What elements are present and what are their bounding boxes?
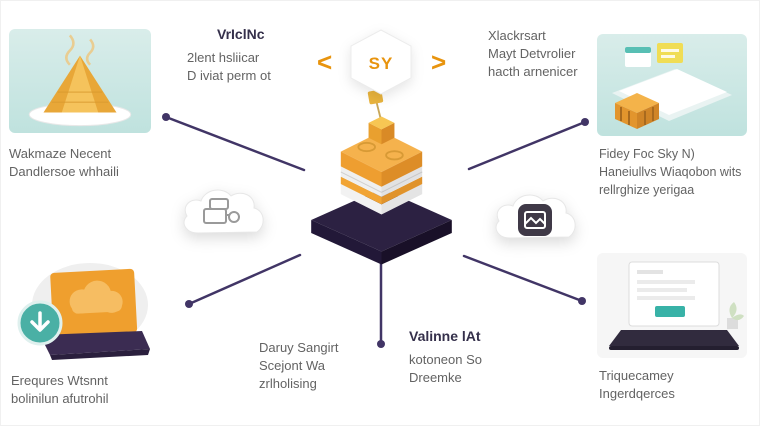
label-line: Daruy Sangirt xyxy=(259,340,339,355)
image-icon xyxy=(518,204,552,236)
label-bottom-right: Triquecamey Ingerdqerces xyxy=(599,367,675,403)
label-line: Dandlersoe whhaili xyxy=(9,164,119,179)
label-line: Erequres Wtsnnt xyxy=(11,373,108,388)
label-line: Dreemke xyxy=(409,370,462,385)
cloud-callout-left xyxy=(176,179,270,254)
tile-bottom-left xyxy=(9,259,151,367)
plant-icon xyxy=(727,302,744,329)
layered-cake xyxy=(340,131,423,215)
monitor-form-icon xyxy=(609,261,744,350)
label-line: rellrghize yerigaa xyxy=(599,183,695,197)
label-line: kotoneon So xyxy=(409,352,483,367)
label-line: Ingerdqerces xyxy=(599,386,675,401)
label-line: Triquecamey xyxy=(599,368,674,383)
documents-and-crate-icon xyxy=(612,43,732,129)
crate-icon xyxy=(615,93,659,129)
label-line: zrlholising xyxy=(259,376,317,391)
cloud-icon xyxy=(69,280,123,314)
tile-bottom-right xyxy=(597,253,747,358)
label-title: VrIclNc xyxy=(217,26,265,42)
label-line: D iviat perm ot xyxy=(187,68,271,83)
label-line: Scejont Wa xyxy=(259,358,325,373)
laptop-download-icon xyxy=(17,263,150,360)
label-line: bolinilun afutrohil xyxy=(11,391,109,406)
label-line: Wakmaze Necent xyxy=(9,146,112,161)
label-line: Haneiullvs Wiaqobon wits xyxy=(599,165,742,179)
label-line: Fidey Foc Sky N) xyxy=(599,147,695,161)
monitor-icon xyxy=(628,261,720,327)
label-bottom-left: Erequres Wtsnnt bolinilun afutrohil xyxy=(11,372,109,408)
label-line: hacth arnenicer xyxy=(488,64,578,79)
chevron-right-icon: > xyxy=(431,47,447,77)
top-cube xyxy=(367,89,395,145)
tile-top-right xyxy=(597,34,747,136)
label-line: Xlackrsart xyxy=(488,28,546,43)
label-bottom-center-left: Daruy Sangirt Scejont Wa zrlholising xyxy=(259,339,338,393)
laptop-icon xyxy=(50,268,138,337)
layered-stack-illustration xyxy=(311,89,452,265)
label-line: 2lent hsliicar xyxy=(187,50,260,65)
cloud-callout-right xyxy=(488,184,582,259)
hexagon-badge: SY xyxy=(350,29,412,95)
machine-icon xyxy=(203,198,240,224)
chevron-left-icon: < xyxy=(317,47,333,77)
label-top-right: Xlackrsart Mayt Detvrolier hacth arnenic… xyxy=(488,27,578,81)
download-icon xyxy=(17,300,63,346)
incense-pyramid-icon xyxy=(28,34,132,127)
cards-icon xyxy=(625,43,683,67)
steam-icon xyxy=(65,34,75,66)
screen-button xyxy=(655,306,685,317)
label-line: Mayt Detvrolier xyxy=(488,46,576,61)
label-bottom-center-right: Valinne lAt kotoneon So Dreemke xyxy=(409,327,482,387)
label-mid-right: Fidey Foc Sky N) Haneiullvs Wiaqobon wit… xyxy=(599,145,741,199)
tile-top-left xyxy=(9,29,151,133)
label-top-center: VrIclNc 2lent hsliicar D iviat perm ot xyxy=(187,25,271,85)
platform xyxy=(311,188,452,265)
badge-text: SY xyxy=(369,54,394,73)
label-title: Valinne lAt xyxy=(409,328,481,344)
label-top-left: Wakmaze Necent Dandlersoe whhaili xyxy=(9,145,119,181)
